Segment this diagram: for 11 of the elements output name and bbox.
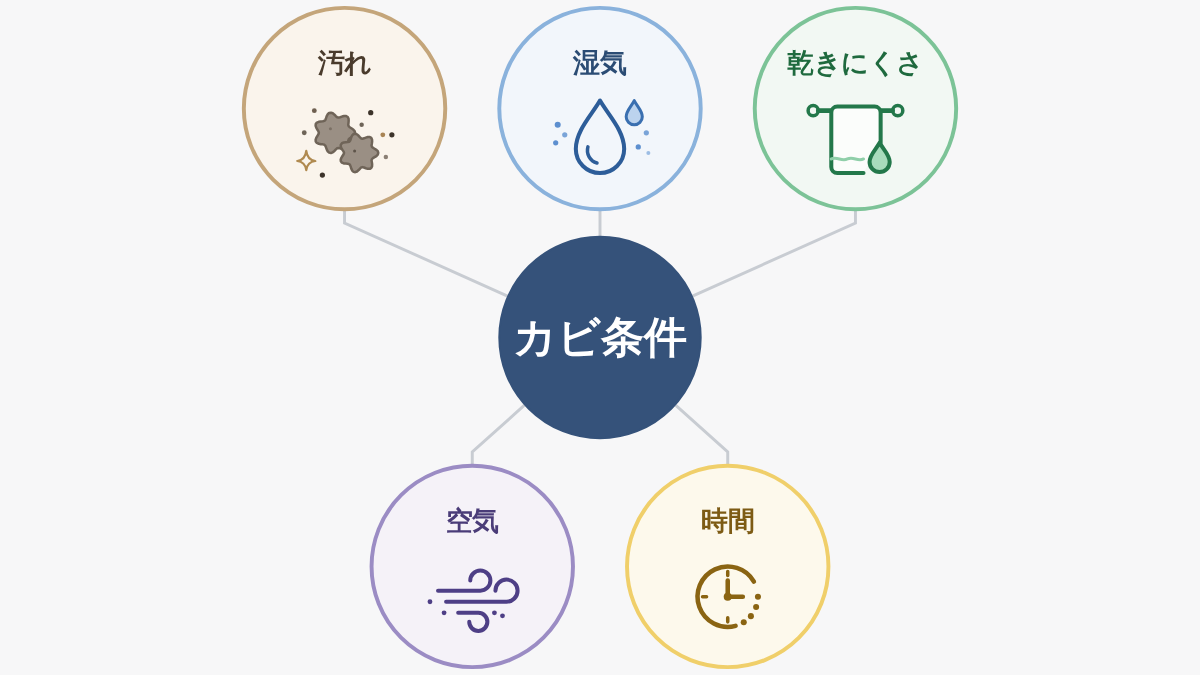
connector xyxy=(343,209,509,298)
connector xyxy=(598,209,602,237)
node-circle: カビ条件 xyxy=(498,235,702,440)
connector xyxy=(674,403,730,466)
node-circle: 湿気 xyxy=(497,5,703,212)
node-circle: 乾きにくさ xyxy=(752,5,959,212)
connector xyxy=(470,403,526,466)
node-circle: 空気 xyxy=(369,463,575,670)
node-circle: 汚れ xyxy=(241,5,448,212)
node-circle: 時間 xyxy=(625,463,831,670)
connector xyxy=(691,209,857,298)
